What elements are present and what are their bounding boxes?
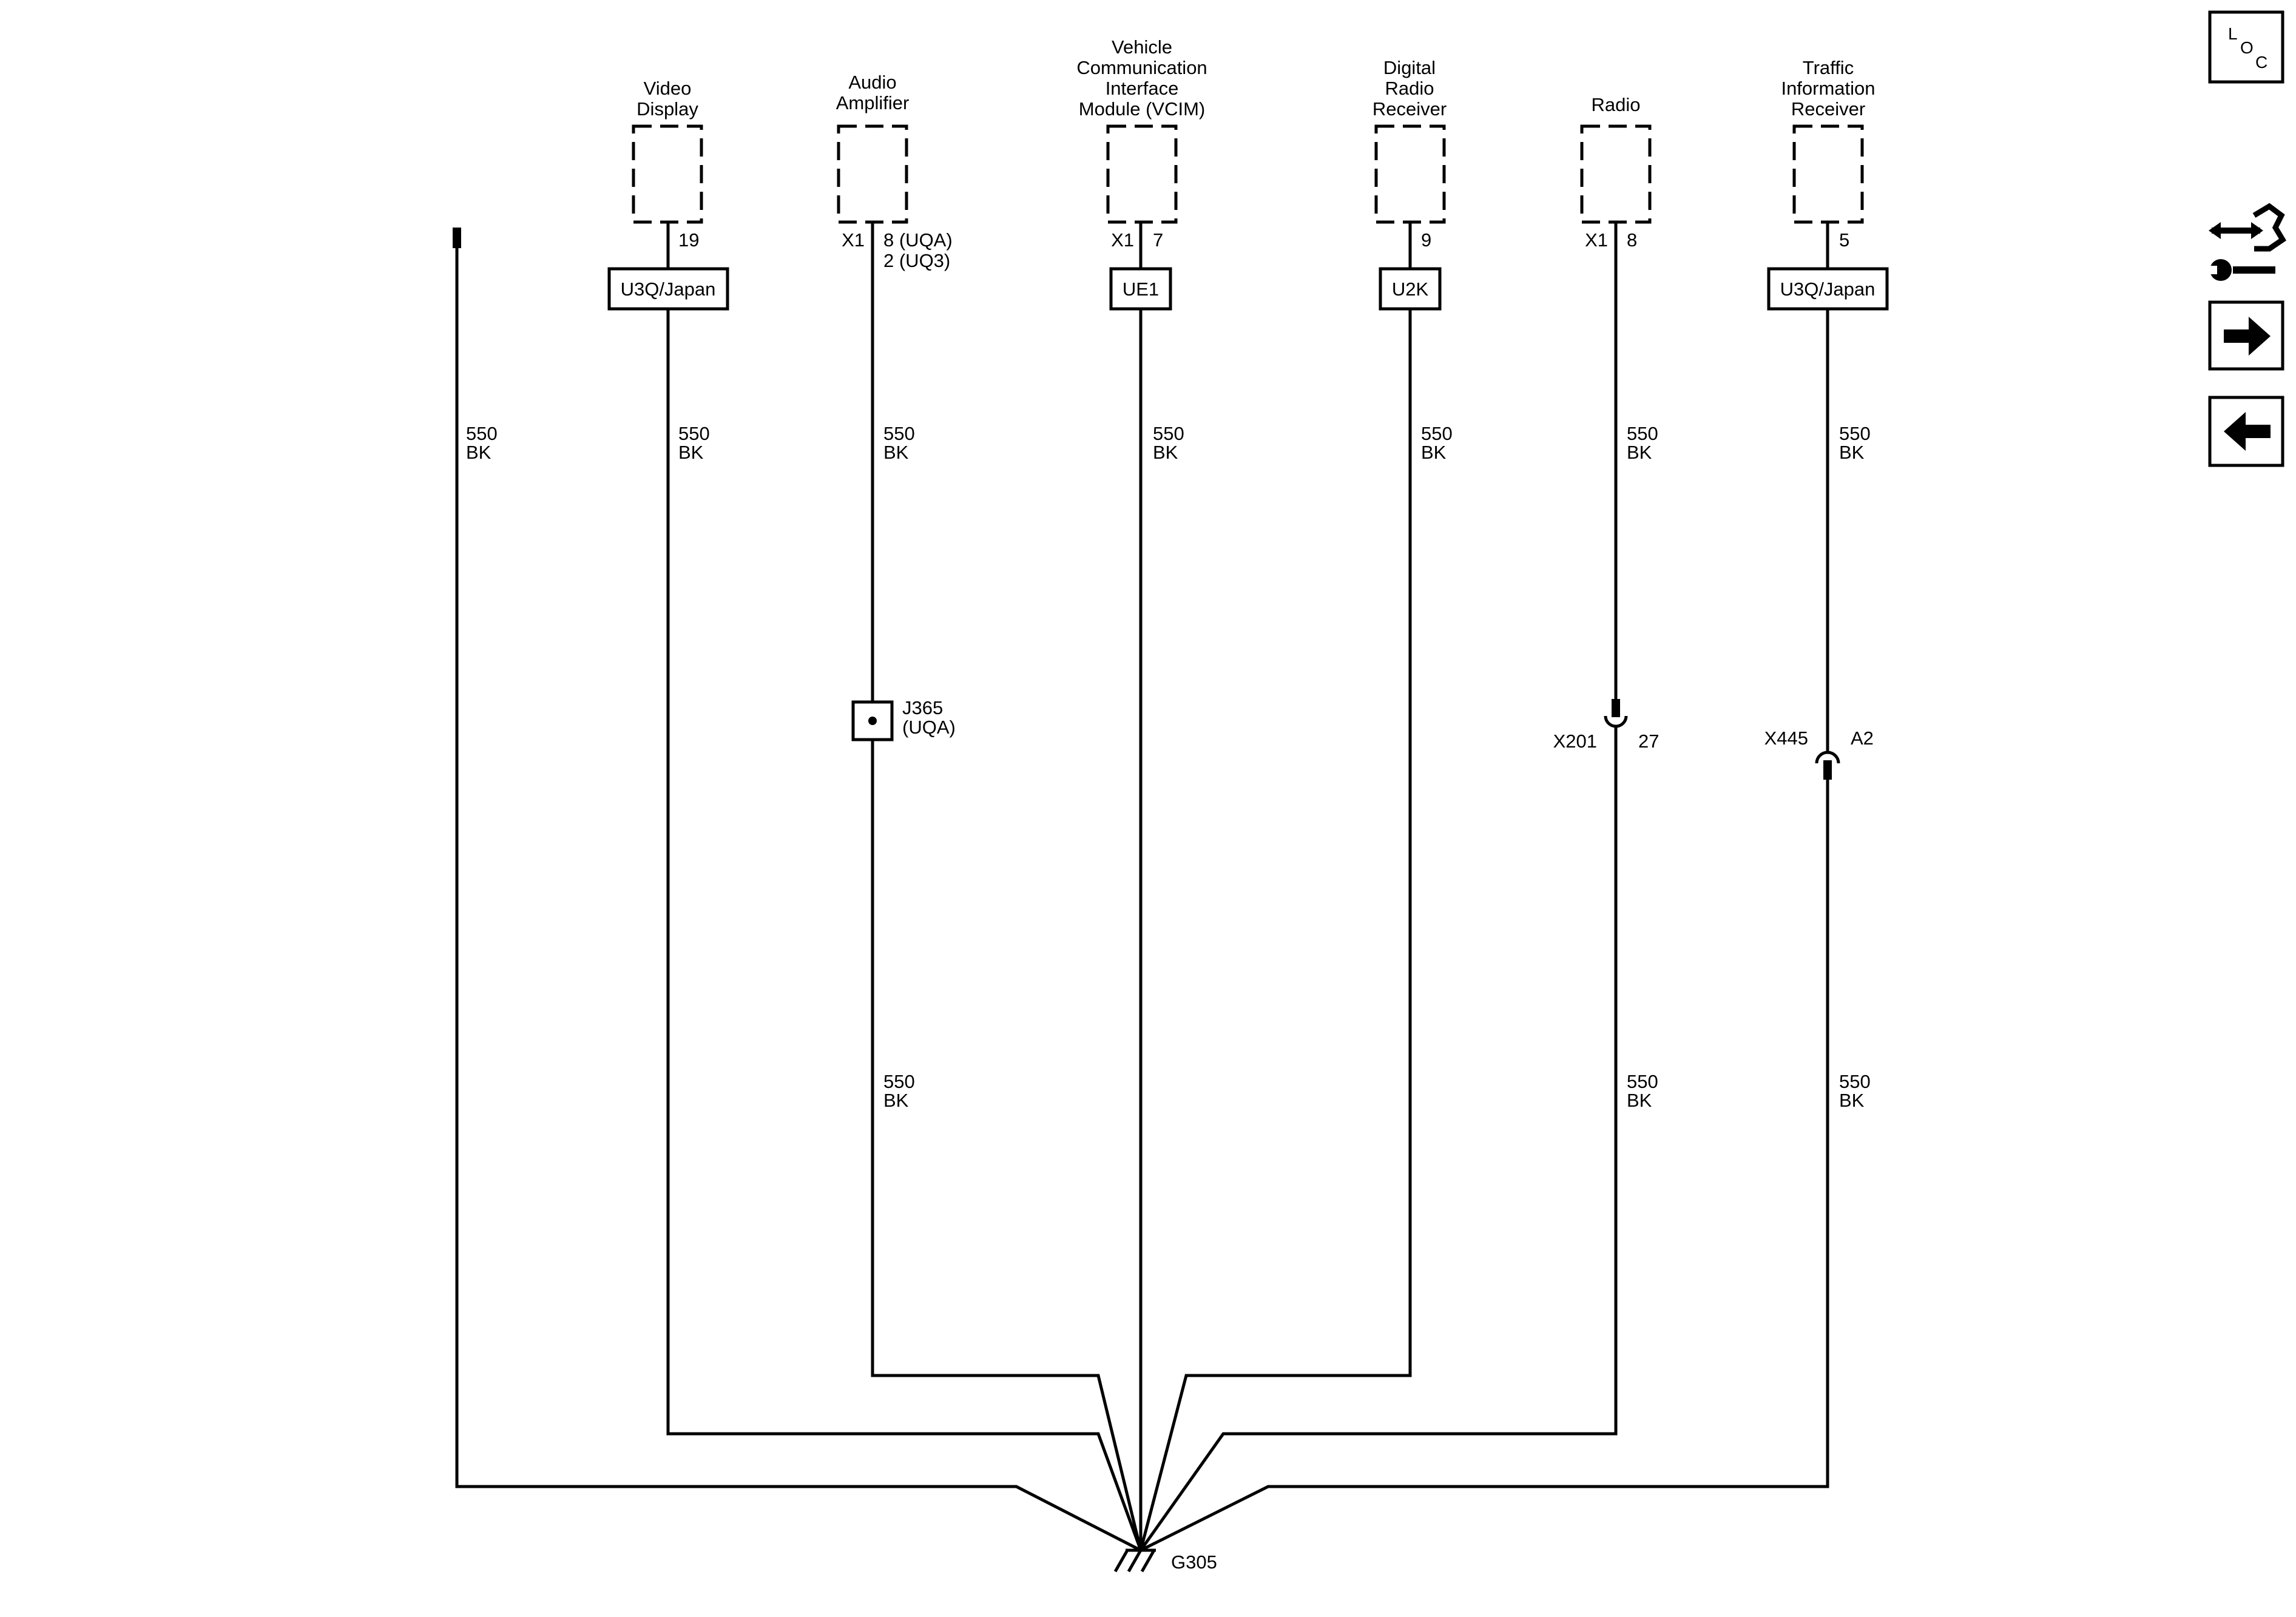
- audio-amplifier-component[interactable]: [837, 124, 908, 224]
- audio-amplifier-name-2: Amplifier: [836, 92, 910, 113]
- vcim-name-3: Interface: [1106, 78, 1179, 99]
- traffic-information-receiver-pin: 5: [1839, 229, 1849, 251]
- audio-amplifier-color: BK: [883, 442, 909, 463]
- x445-connector[interactable]: [1815, 751, 1840, 764]
- vcim-name-1: Vehicle: [1112, 36, 1172, 58]
- vcim-component[interactable]: [1106, 124, 1178, 224]
- radio-branch: Radio X1 8 550 BK X201 27 550 BK: [1139, 94, 1659, 1551]
- left-wire-color: BK: [466, 442, 491, 463]
- radio-pin: 8: [1627, 229, 1637, 251]
- previous-button[interactable]: [2208, 396, 2284, 467]
- vcim-name-4: Module (VCIM): [1079, 98, 1205, 120]
- digital-radio-receiver-option: U2K: [1392, 279, 1429, 300]
- x201-connector[interactable]: [1604, 715, 1628, 728]
- vcim-option: UE1: [1123, 279, 1159, 300]
- x445-pin: A2: [1851, 727, 1874, 749]
- traffic-information-receiver-circuit: 550: [1839, 423, 1871, 444]
- radio-color: BK: [1627, 442, 1652, 463]
- traffic-information-receiver-option: U3Q/Japan: [1780, 279, 1876, 300]
- traffic-information-receiver-name-3: Receiver: [1791, 98, 1865, 120]
- connector-wrench-icon[interactable]: [2209, 203, 2287, 281]
- radio-circuit: 550: [1627, 423, 1658, 444]
- audio-amplifier-branch: Audio Amplifier X1 8 (UQA) 2 (UQ3) 550 B…: [836, 72, 1143, 1551]
- video-display-component[interactable]: [632, 124, 703, 224]
- traffic-information-receiver-component[interactable]: [1792, 124, 1864, 224]
- traffic-information-receiver-name-2: Information: [1781, 78, 1875, 99]
- radio-color-lower: BK: [1627, 1090, 1652, 1111]
- audio-amplifier-pin-uqa: 8 (UQA): [883, 229, 953, 251]
- loc-letter-c: C: [2255, 53, 2267, 72]
- video-display-name-1: Video: [644, 78, 692, 99]
- x201-name: X201: [1553, 731, 1597, 752]
- digital-radio-receiver-branch: Digital Radio Receiver 9 U2K 550 BK: [1139, 57, 1453, 1551]
- j365-option: (UQA): [902, 717, 956, 738]
- video-display-name-2: Display: [636, 98, 698, 120]
- digital-radio-receiver-name-1: Digital: [1383, 57, 1436, 78]
- traffic-information-receiver-name-1: Traffic: [1803, 57, 1854, 78]
- arrow-left-icon: [2224, 412, 2271, 451]
- loc-letter-l: L: [2228, 24, 2238, 43]
- audio-amplifier-circuit: 550: [883, 423, 915, 444]
- traffic-information-receiver-circuit-lower: 550: [1839, 1071, 1871, 1092]
- traffic-information-receiver-color: BK: [1839, 442, 1865, 463]
- left-wire: 550 BK: [453, 228, 1142, 1552]
- audio-amplifier-connector: X1: [842, 229, 865, 251]
- loc-letter-o: O: [2240, 38, 2254, 57]
- ground-name: G305: [1171, 1551, 1217, 1573]
- vcim-circuit: 550: [1153, 423, 1184, 444]
- vcim-color: BK: [1153, 442, 1178, 463]
- vcim-pin: 7: [1153, 229, 1163, 251]
- video-display-option: U3Q/Japan: [621, 279, 716, 300]
- next-button[interactable]: [2208, 300, 2284, 371]
- digital-radio-receiver-pin: 9: [1421, 229, 1431, 251]
- j365-name: J365: [902, 697, 943, 718]
- digital-radio-receiver-component[interactable]: [1374, 124, 1446, 224]
- left-wire-circuit: 550: [466, 423, 498, 444]
- video-display-circuit: 550: [678, 423, 710, 444]
- x201-pin: 27: [1638, 731, 1659, 752]
- x445-name: X445: [1764, 727, 1808, 749]
- audio-amplifier-pin-uq3: 2 (UQ3): [883, 250, 950, 271]
- digital-radio-receiver-name-2: Radio: [1385, 78, 1434, 99]
- radio-name: Radio: [1592, 94, 1641, 115]
- audio-amplifier-name-1: Audio: [848, 72, 896, 93]
- digital-radio-receiver-option-box: [1379, 267, 1442, 311]
- loc-button[interactable]: L O C: [2208, 10, 2284, 84]
- video-display-pin: 19: [678, 229, 699, 251]
- arrow-right-icon: [2224, 317, 2271, 356]
- vcim-connector: X1: [1111, 229, 1134, 251]
- video-display-branch: Video Display 19 U3Q/Japan 550 BK: [607, 78, 1143, 1551]
- vcim-name-2: Communication: [1076, 57, 1207, 78]
- vcim-branch: Vehicle Communication Interface Module (…: [1076, 36, 1207, 1550]
- radio-connector: X1: [1585, 229, 1608, 251]
- audio-amplifier-color-lower: BK: [883, 1090, 909, 1111]
- traffic-information-receiver-branch: Traffic Information Receiver 5 U3Q/Japan…: [1140, 57, 1889, 1552]
- traffic-information-receiver-color-lower: BK: [1839, 1090, 1865, 1111]
- radio-component[interactable]: [1580, 124, 1652, 224]
- digital-radio-receiver-color: BK: [1421, 442, 1447, 463]
- radio-circuit-lower: 550: [1627, 1071, 1658, 1092]
- digital-radio-receiver-name-3: Receiver: [1373, 98, 1447, 120]
- ground-g305[interactable]: G305: [1113, 1548, 1217, 1573]
- audio-amplifier-circuit-lower: 550: [883, 1071, 915, 1092]
- video-display-color: BK: [678, 442, 704, 463]
- digital-radio-receiver-circuit: 550: [1421, 423, 1453, 444]
